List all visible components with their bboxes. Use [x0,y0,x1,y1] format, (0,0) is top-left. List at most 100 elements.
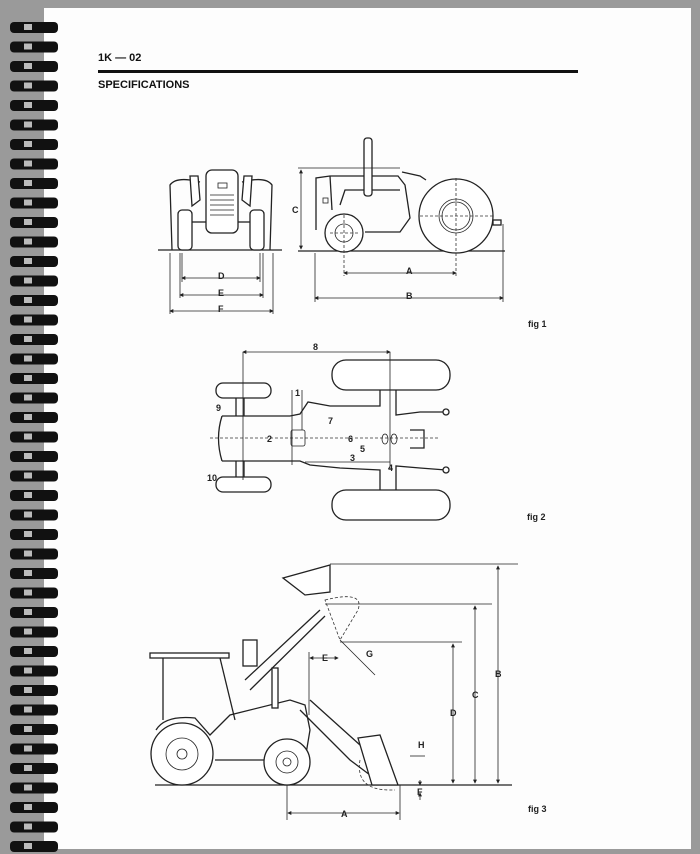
binding-coil [10,392,58,404]
binding-coil [10,412,58,423]
binding-coil [10,139,58,150]
binding-coil [10,646,58,657]
binding-coil [10,665,58,677]
binding-coil [10,217,58,228]
binding-coil [10,704,58,716]
fig1-label-a: A [406,266,413,276]
binding-coil [10,743,58,755]
fig3-label-h: H [418,740,425,750]
binding-coil-highlight [24,804,32,810]
fig1-caption: fig 1 [528,319,547,329]
binding-coil-highlight [24,687,32,693]
fig3-label-d: D [450,708,457,718]
binding-coil [10,568,58,579]
fig1-label-b: B [406,291,413,301]
fig3-label-c: C [472,690,479,700]
header-rule [98,70,578,73]
fig2-label-1: 1 [295,388,300,398]
fig2-label-5: 5 [360,444,365,454]
fig3-label-b: B [495,669,502,679]
binding-coil-highlight [24,297,32,303]
binding-coil [10,41,58,53]
binding-coil [10,509,58,521]
binding-coil [10,158,58,170]
binding-coil-highlight [24,199,32,206]
binding-coil-highlight [24,414,32,420]
binding-coil-highlight [24,511,32,518]
binding-coil-highlight [24,63,32,69]
binding-coil-highlight [24,472,32,479]
binding-coil [10,821,58,833]
binding-coil [10,782,58,794]
fig3-label-g: G [366,649,373,659]
binding-coil-highlight [24,823,32,830]
binding-coil [10,451,58,462]
fig2-label-10: 10 [207,473,217,483]
binding-coil [10,119,58,131]
binding-coil-highlight [24,453,32,459]
fig2-label-4: 4 [388,463,393,473]
binding-coil [10,353,58,365]
binding-coil [10,100,58,111]
binding-coil-highlight [24,609,32,615]
binding-coil [10,587,58,599]
binding-coil-highlight [24,316,32,323]
fig3-loader-view: B C D E G H F A [149,563,518,820]
fig1-side-view: C A B [292,137,505,302]
fig2-label-6: 6 [348,434,353,444]
binding-coil-highlight [24,141,32,147]
binding-coil-highlight [24,277,32,284]
binding-coil-highlight [24,765,32,771]
binding-coil-highlight [24,394,32,401]
fig1-label-e: E [218,288,224,298]
binding-coil-highlight [24,843,32,849]
fig1-front-view: D E F [158,169,282,314]
binding-coil [10,334,58,345]
binding-coil [10,61,58,72]
binding-coil [10,373,58,384]
fig3-caption: fig 3 [528,804,547,814]
fig1-label-c: C [292,205,299,215]
binding-coil-highlight [24,258,32,264]
fig2-label-7: 7 [328,416,333,426]
binding-coil-highlight [24,492,32,498]
binding-coil [10,685,58,696]
binding-coil [10,431,58,443]
binding-coil-highlight [24,336,32,342]
fig1-label-d: D [218,271,225,281]
binding-coil-highlight [24,355,32,362]
binding-coil [10,490,58,501]
binding-coil [10,256,58,267]
binding-coil [10,607,58,618]
binding-coil [10,763,58,774]
binding-coil-highlight [24,121,32,128]
binding-coil [10,80,58,92]
binding-coil [10,548,58,560]
binding-coil [10,314,58,326]
binding-coil-highlight [24,375,32,381]
spiral-binding [0,0,58,854]
fig2-label-8: 8 [313,342,318,352]
fig3-label-a: A [341,809,348,819]
binding-coil [10,178,58,189]
binding-coil-highlight [24,433,32,440]
fig2-top-view: 8 1 9 7 2 6 5 3 4 10 [207,342,451,521]
binding-coil [10,841,58,852]
fig3-label-e: E [322,653,328,663]
binding-coil [10,724,58,735]
binding-coil-highlight [24,180,32,186]
binding-coil [10,275,58,287]
fig2-label-3: 3 [350,453,355,463]
fig2-caption: fig 2 [527,512,546,522]
binding-coil-highlight [24,82,32,89]
binding-coil-highlight [24,628,32,635]
binding-coil-highlight [24,745,32,752]
binding-coil-highlight [24,784,32,791]
binding-coil-highlight [24,102,32,108]
binding-coil-highlight [24,160,32,167]
section-title: SPECIFICATIONS [98,79,190,91]
binding-coil [10,295,58,306]
binding-coil [10,802,58,813]
binding-coil [10,626,58,638]
